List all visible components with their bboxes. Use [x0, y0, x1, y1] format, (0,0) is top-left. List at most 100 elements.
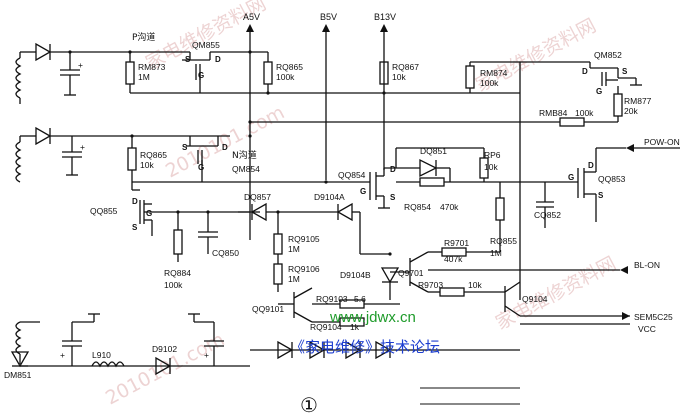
svg-text:Q9701: Q9701	[398, 268, 424, 278]
rail-b5v: B5V	[320, 12, 337, 180]
svg-text:RQ865: RQ865	[276, 62, 303, 72]
svg-text:1M: 1M	[288, 244, 300, 254]
resistor-r9703: R9703 10k	[418, 280, 505, 297]
svg-text:VCC: VCC	[638, 324, 656, 334]
svg-text:D: D	[132, 197, 138, 206]
svg-text:RM874: RM874	[480, 68, 508, 78]
svg-text:RQ865: RQ865	[140, 150, 167, 160]
capacitor-bottom-left: +	[60, 313, 100, 366]
svg-text:D9104B: D9104B	[340, 270, 371, 280]
svg-text:RQ9104: RQ9104	[310, 322, 342, 332]
svg-text:D9102: D9102	[152, 344, 177, 354]
svg-text:RQ884: RQ884	[164, 268, 191, 278]
mosfet-qm855: S D G	[182, 51, 250, 93]
svg-text:D9104A: D9104A	[314, 192, 345, 202]
transformer-winding-mid	[15, 135, 36, 183]
mosfet-qm852: D S G	[520, 61, 642, 96]
svg-text:CQ850: CQ850	[212, 248, 239, 258]
svg-text:RQ9103: RQ9103	[316, 294, 348, 304]
svg-text:R9703: R9703	[418, 280, 443, 290]
resistor-rq855: RQ855 1M	[490, 182, 517, 258]
svg-text:D: D	[582, 67, 588, 76]
svg-text:S: S	[132, 223, 138, 232]
svg-text:+: +	[78, 60, 83, 70]
p-channel-label: P沟道	[132, 31, 155, 43]
rail-b13v: B13V	[374, 12, 396, 170]
sensor-vcc-output: SEM5C25 VCC	[520, 312, 673, 334]
capacitor-cq852: CQ852	[534, 182, 561, 228]
svg-text:407k: 407k	[444, 254, 463, 264]
svg-text:G: G	[198, 71, 204, 80]
diode-dq851: DQ851	[384, 146, 450, 178]
transistor-qq9101	[278, 287, 313, 323]
resistor-rq9106: RQ9106 1M	[273, 254, 320, 292]
svg-text:B13V: B13V	[374, 12, 396, 22]
svg-text:SEM5C25: SEM5C25	[634, 312, 673, 322]
qm854-label: QM854	[232, 164, 260, 174]
svg-text:L910: L910	[92, 350, 111, 360]
svg-text:100k: 100k	[575, 108, 594, 118]
svg-text:5.6: 5.6	[354, 294, 366, 304]
svg-text:RQ867: RQ867	[392, 62, 419, 72]
mosfet-qq853: D G S QQ853	[550, 148, 626, 222]
svg-text:G: G	[568, 173, 574, 182]
diode-d9104b: D9104B	[340, 253, 400, 300]
capacitor-bottom-right: +	[188, 313, 224, 366]
svg-text:POW-ON: POW-ON	[644, 137, 680, 147]
resistor-rm873: RM873 1M	[125, 52, 200, 94]
resistor-rq865-100k: RQ865 100k	[250, 51, 303, 93]
qq9101-label: QQ9101	[252, 304, 284, 314]
qq855-label: QQ855	[90, 206, 118, 216]
inductor-l910: L910	[91, 350, 125, 368]
resistor-rq854: RQ854 470k	[396, 177, 550, 212]
svg-text:100k: 100k	[480, 78, 499, 88]
svg-text:DM851: DM851	[4, 370, 32, 380]
svg-text:+: +	[80, 142, 85, 152]
svg-text:10k: 10k	[140, 160, 154, 170]
svg-text:S: S	[622, 67, 628, 76]
svg-text:1M: 1M	[288, 274, 300, 284]
svg-text:20k: 20k	[624, 106, 638, 116]
transistor-q9104: Q9104	[504, 281, 630, 317]
resistor-rq867: RQ867 10k	[379, 61, 419, 85]
svg-text:+: +	[60, 350, 65, 360]
diode-d9102: D9102	[152, 344, 177, 376]
mosfet-qq855: D G S	[132, 189, 250, 236]
svg-text:1M: 1M	[490, 248, 502, 258]
svg-text:RM873: RM873	[138, 62, 166, 72]
resistor-rmb84: RMB84 100k	[250, 108, 618, 127]
svg-text:S: S	[390, 193, 396, 202]
svg-text:D: D	[390, 165, 396, 174]
watermark-text: 2010101.com	[162, 101, 288, 182]
svg-text:100k: 100k	[276, 72, 295, 82]
svg-text:1k: 1k	[350, 322, 360, 332]
resistor-rm874: RM874 100k	[465, 61, 520, 93]
transformer-winding-bottom	[15, 321, 40, 364]
resistor-rq9104: RQ9104 1k	[310, 317, 365, 332]
svg-text:BL-ON: BL-ON	[634, 260, 660, 270]
svg-text:1M: 1M	[138, 72, 150, 82]
svg-text:D: D	[588, 161, 594, 170]
diode-dq857: DQ857	[238, 192, 312, 222]
svg-text:RQ9105: RQ9105	[288, 234, 320, 244]
lower-diode-chain	[250, 340, 520, 360]
qm855-label: QM855	[192, 40, 220, 50]
rectifier-diode-top	[35, 42, 52, 62]
svg-text:DQ857: DQ857	[244, 192, 271, 202]
qm852-label: QM852	[594, 50, 622, 60]
svg-text:G: G	[198, 163, 204, 172]
svg-text:D: D	[222, 143, 228, 152]
svg-text:RQ9106: RQ9106	[288, 264, 320, 274]
svg-text:10k: 10k	[468, 280, 482, 290]
transistor-q9701: Q9701	[390, 251, 429, 293]
figure-number: ①	[300, 393, 318, 416]
qq854-label: QQ854	[338, 170, 366, 180]
svg-text:A5V: A5V	[243, 12, 260, 22]
bl-on-signal: BL-ON	[428, 260, 660, 274]
svg-text:DQ851: DQ851	[420, 146, 447, 156]
resistor-rp6: RP6 10k	[479, 148, 501, 182]
resistor-r9701: R9701 407k	[428, 232, 501, 264]
svg-text:RMB84: RMB84	[539, 108, 568, 118]
svg-text:CQ852: CQ852	[534, 210, 561, 220]
